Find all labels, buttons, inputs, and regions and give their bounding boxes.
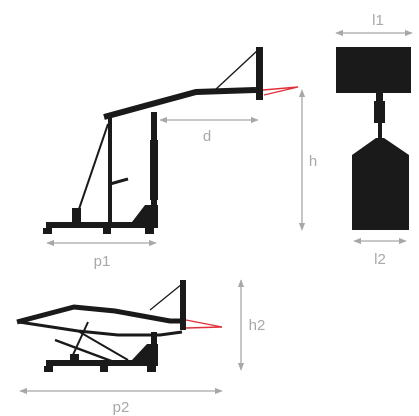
dimension-h-label: h: [309, 153, 317, 170]
folded-backboard: [180, 280, 186, 330]
folded-cable: [149, 283, 183, 311]
mid-wheel: [103, 228, 111, 234]
base-housing: [352, 138, 409, 230]
folded-rear-post: [151, 332, 157, 362]
neck: [376, 93, 383, 101]
dimension-p2-label: p2: [113, 399, 130, 416]
folded-rear-wheel: [147, 366, 156, 372]
dimension-l1-label: l1: [372, 12, 384, 29]
folded-upper-frame: [16, 304, 181, 325]
folded-base-rail: [46, 360, 158, 366]
folded-front-weight: [70, 354, 79, 362]
dimension-h2-label: h2: [249, 317, 266, 334]
backboard: [256, 47, 263, 100]
folded-hoop: [185, 319, 223, 329]
upper-pole: [374, 101, 385, 123]
front-weight: [72, 208, 81, 223]
folded-brace-3: [71, 321, 89, 358]
support-cable: [214, 49, 259, 91]
folded-lower-frame: [18, 320, 183, 337]
side-view-unfolded: d h p1: [43, 47, 317, 270]
folded-front-wheel: [44, 366, 53, 372]
front-post: [108, 118, 112, 224]
side-view-folded: h2 p2: [16, 279, 266, 416]
folded-brace-2: [77, 330, 129, 361]
boom-arm: [103, 87, 257, 120]
folded-mid-wheel: [100, 366, 108, 372]
base-rail: [46, 222, 158, 228]
rear-post-cap: [150, 140, 158, 200]
front-brace: [77, 123, 109, 213]
backboard-front: [336, 47, 411, 93]
front-view: l1 l2: [335, 12, 413, 268]
handle: [109, 177, 129, 186]
rear-wheel: [145, 228, 154, 234]
folded-brace-1: [54, 338, 115, 364]
pole-joint: [378, 123, 382, 138]
front-wheel: [43, 228, 52, 234]
dimension-l2-label: l2: [374, 251, 386, 268]
hoop: [262, 86, 299, 96]
dimension-d-label: d: [203, 128, 211, 145]
dimension-p1-label: p1: [94, 253, 111, 270]
